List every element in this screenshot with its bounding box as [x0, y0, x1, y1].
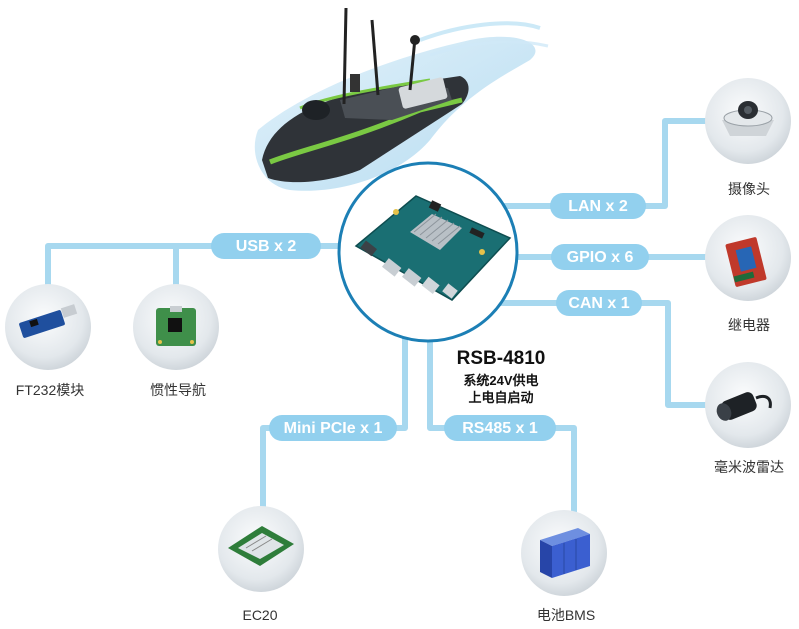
pill-gpio-label: GPIO x 6: [567, 249, 634, 266]
pill-lan: LAN x 2: [550, 193, 646, 219]
device-imu[interactable]: [133, 284, 219, 370]
pill-gpio: GPIO x 6: [551, 244, 649, 270]
battery-pack-icon: [540, 528, 590, 578]
radar-sensor-icon: [716, 392, 772, 421]
caption-camera: 摄像头: [728, 181, 770, 197]
device-radar[interactable]: [705, 362, 791, 448]
device-bms[interactable]: [521, 510, 607, 596]
dome-camera-icon: [722, 101, 774, 136]
pill-rs485: RS485 x 1: [444, 415, 556, 441]
caption-radar: 毫米波雷达: [714, 459, 784, 475]
pill-usb: USB x 2: [211, 233, 321, 259]
pill-minipcie-label: Mini PCIe x 1: [284, 420, 383, 437]
pill-usb-label: USB x 2: [236, 238, 297, 255]
caption-imu: 惯性导航: [150, 382, 206, 398]
caption-relay: 继电器: [728, 317, 770, 333]
board-autostart-note: 上电自启动: [468, 390, 533, 405]
relay-board-icon: [725, 237, 767, 287]
device-camera[interactable]: [705, 78, 791, 164]
pill-can: CAN x 1: [556, 290, 642, 316]
lte-module-icon: [228, 526, 294, 566]
caption-ft232: FT232模块: [16, 382, 84, 398]
device-ft232[interactable]: [5, 284, 91, 370]
caption-bms: 电池BMS: [537, 607, 595, 623]
usb-module-icon: [19, 304, 78, 338]
pill-can-label: CAN x 1: [568, 295, 629, 312]
device-ec20[interactable]: [218, 506, 304, 592]
caption-ec20: EC20: [242, 607, 277, 623]
board-circle[interactable]: [337, 161, 519, 343]
board-power-note: 系统24V供电: [463, 373, 538, 388]
pill-minipcie: Mini PCIe x 1: [269, 415, 397, 441]
boat-image: [254, 7, 549, 191]
pill-rs485-label: RS485 x 1: [462, 420, 538, 437]
imu-board-icon: [156, 306, 196, 346]
pill-lan-label: LAN x 2: [568, 198, 628, 215]
embedded-board-image: [354, 195, 512, 301]
device-relay[interactable]: [705, 215, 791, 301]
board-name: RSB-4810: [457, 348, 546, 369]
